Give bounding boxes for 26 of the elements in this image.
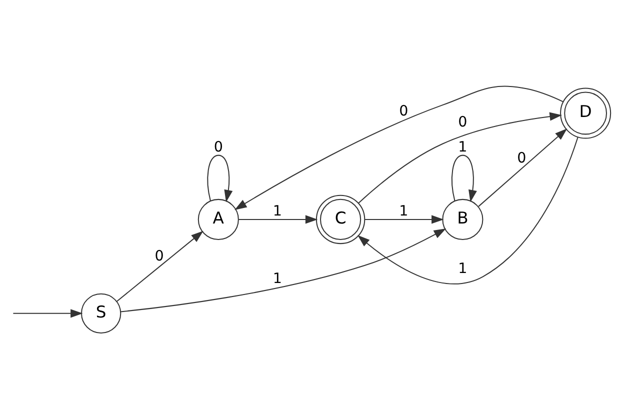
arrow: [452, 154, 477, 202]
node-circle: C: [316, 194, 366, 244]
arrow: [13, 308, 83, 318]
arrow: [116, 230, 204, 302]
edge-label: 0: [399, 102, 408, 119]
node-circle: D: [560, 87, 612, 138]
arrow: [120, 228, 446, 312]
edge-label: 1: [458, 138, 468, 155]
edge-label: 1: [272, 203, 282, 220]
arrow: [234, 85, 564, 210]
arrow: [358, 136, 578, 284]
edge-label: 0: [458, 114, 468, 130]
edge-label: 0: [214, 138, 223, 155]
edge-label: 1: [458, 260, 468, 276]
arrow: [238, 214, 318, 224]
arrow: [207, 154, 233, 202]
edge-label: 1: [399, 203, 408, 220]
edge-label: 0: [154, 248, 164, 264]
arrow: [358, 112, 562, 203]
node-circle: A: [198, 198, 239, 240]
node-circle: B: [442, 198, 484, 240]
arrow: [478, 128, 568, 206]
arrow: [365, 214, 444, 224]
edge-label: 1: [272, 270, 282, 286]
edge-label: 0: [517, 150, 526, 166]
node-circle: S: [80, 292, 122, 334]
